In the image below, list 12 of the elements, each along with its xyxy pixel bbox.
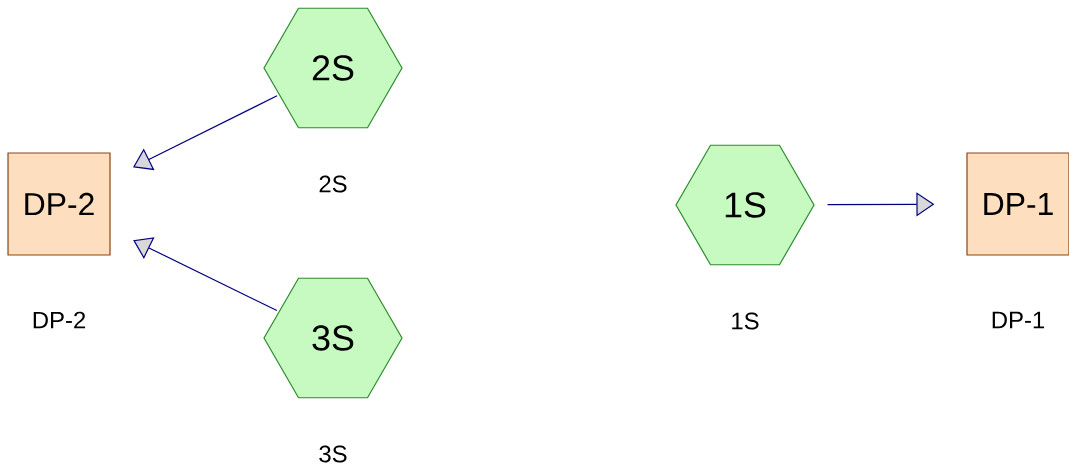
square-node: DP-1	[966, 152, 1069, 256]
node-caption: DP-2	[33, 311, 86, 329]
node-caption: 2S	[319, 175, 347, 193]
arrow	[133, 237, 278, 312]
arrow	[133, 95, 278, 171]
hexagon-node: 3S	[263, 277, 403, 399]
node-caption: 3S	[319, 445, 347, 463]
node-caption: DP-1	[992, 311, 1045, 329]
hexagon-node: 1S	[675, 144, 815, 266]
node-caption: 1S	[732, 312, 759, 330]
hexagon-node: 2S	[263, 7, 403, 129]
square-node: DP-2	[7, 152, 111, 256]
